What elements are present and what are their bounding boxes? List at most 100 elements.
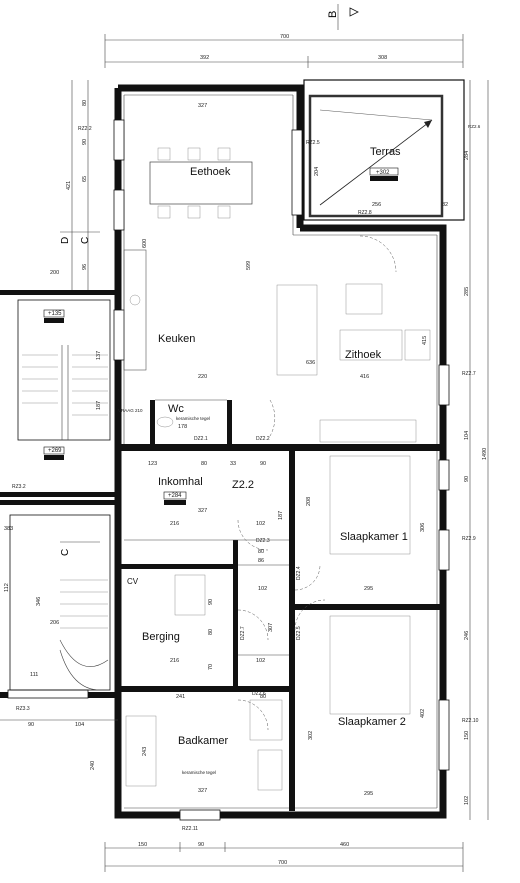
- tag-rz227: RZ2.7: [462, 371, 476, 377]
- dim-right-1490: 1490: [482, 448, 488, 460]
- section-b-label: B: [327, 11, 339, 18]
- right-dimensions: 284 285 104 90 246 150 102 1490: [464, 80, 489, 820]
- level-terras: +302: [376, 170, 390, 176]
- room-eethoek: Eethoek: [190, 166, 231, 178]
- dim-inkom-102: 102: [256, 521, 265, 527]
- dim-keuken-depth: 599: [246, 261, 252, 270]
- dim-stair-111: 111: [30, 672, 38, 678]
- outer-walls: [114, 79, 465, 819]
- room-z22: Z2.2: [232, 479, 254, 491]
- room-keuken: Keuken: [158, 333, 195, 345]
- dim-berging-102: 102: [256, 658, 265, 664]
- dim-right-104: 104: [464, 431, 470, 440]
- dim-bottom-700: 700: [278, 860, 287, 866]
- dim-inkom-80b: 80: [258, 549, 264, 555]
- dim-inkom-216: 216: [170, 521, 179, 527]
- dim-right-90: 90: [464, 476, 470, 482]
- dim-left-421: 421: [66, 181, 72, 190]
- tag-dz21: DZ2.1: [194, 436, 208, 442]
- tag-rz2210: RZ2.10: [462, 718, 479, 724]
- room-labels: Eethoek Terras Keuken Zithoek Wc Inkomha…: [127, 146, 408, 747]
- dim-right-285: 285: [464, 287, 470, 296]
- section-marks-left: D C C: [60, 231, 100, 556]
- tag-dz25: DZ2.5: [296, 626, 302, 640]
- dim-bottom-left-104: 104: [75, 722, 84, 728]
- dim-left-96: 96: [82, 264, 88, 270]
- dim-stair-112: 112: [4, 583, 10, 592]
- tag-dz26: DZ2.6: [252, 691, 266, 697]
- dim-bad-241: 241: [176, 694, 185, 700]
- dim-left-65: 65: [82, 176, 88, 182]
- tag-rz33: RZ3.3: [16, 706, 30, 712]
- dim-inkom-187: 187: [278, 511, 284, 520]
- badkamer-tegel: keramische tegel: [182, 770, 216, 775]
- dim-left-240: 240: [90, 761, 96, 770]
- dim-top-left: 392: [200, 55, 209, 61]
- dim-inkom-33: 33: [230, 461, 236, 467]
- dim-terras-height: 204: [314, 167, 320, 176]
- dim-berging-216: 216: [170, 658, 179, 664]
- dim-right-284: 284: [464, 151, 470, 160]
- dim-top-total: 700: [280, 34, 289, 40]
- dim-slk2-302: 302: [308, 731, 314, 740]
- dim-left-90: 90: [82, 139, 88, 145]
- tag-rz32: RZ3.2: [12, 484, 26, 490]
- stair-lower: [9, 514, 111, 691]
- dim-stair-200: 200: [50, 270, 59, 276]
- dim-right-416: 416: [360, 374, 369, 380]
- dim-stair-206: 206: [50, 620, 59, 626]
- section-mark-b: B: [327, 4, 359, 30]
- room-slaapkamer2: Slaapkamer 2: [338, 716, 406, 728]
- dim-zithoek-depth: 415: [422, 336, 428, 345]
- tag-dz22: DZ2.2: [256, 436, 270, 442]
- tag-dz24: DZ2.4: [296, 566, 302, 580]
- room-zithoek: Zithoek: [345, 349, 382, 361]
- dim-bad-243: 243: [142, 747, 148, 756]
- level-stair-top: +135: [48, 311, 62, 317]
- dim-inkom-80: 80: [201, 461, 207, 467]
- left-dimensions: 80 90 65 421 96: [66, 80, 89, 290]
- dim-bottom-460: 460: [340, 842, 349, 848]
- annotations: +302 +135 +269 +284 keramische tegel ker…: [12, 124, 481, 832]
- room-inkomhal: Inkomhal: [158, 476, 203, 488]
- dim-inkom-123: 123: [148, 461, 157, 467]
- dim-bottom-150: 150: [138, 842, 147, 848]
- dim-bottom-90: 90: [198, 842, 204, 848]
- dim-eethoek-depth: 600: [142, 239, 148, 248]
- dim-berging-70: 70: [208, 664, 214, 670]
- dim-bad-80: 80: [260, 694, 266, 700]
- dim-stair-346: 346: [36, 597, 42, 606]
- dim-zithoek-width: 636: [306, 360, 315, 366]
- dim-inkom-90: 90: [260, 461, 266, 467]
- dim-slk1-width: 295: [364, 586, 373, 592]
- room-badkamer: Badkamer: [178, 735, 228, 747]
- dim-terras-side: 82: [442, 202, 448, 208]
- dim-right-246: 246: [464, 631, 470, 640]
- dim-inkom-102b: 102: [258, 586, 267, 592]
- tag-rz226: RZ2.6: [468, 124, 481, 129]
- section-c-label-1: C: [80, 237, 91, 244]
- tag-dz23: DZ2.3: [256, 538, 270, 544]
- dim-berging-307: 307: [268, 623, 274, 632]
- tag-rz225: RZ2.5: [306, 140, 320, 146]
- level-stair-bottom: +269: [48, 448, 62, 454]
- windows: [7, 119, 450, 821]
- dim-wc-width: 178: [178, 424, 187, 430]
- dim-left-80: 80: [82, 100, 88, 106]
- door-swings: [237, 235, 397, 731]
- section-b-arrow: [349, 7, 359, 17]
- top-dimensions: 700 392 308: [104, 34, 464, 68]
- dim-bad-327: 327: [198, 788, 207, 794]
- dim-inkom-86: 86: [258, 558, 264, 564]
- dim-top-right: 308: [378, 55, 387, 61]
- tag-rz22: RZ2.2: [78, 126, 92, 132]
- dim-slk2-402: 402: [420, 709, 426, 718]
- dim-bottom-left-90: 90: [28, 722, 34, 728]
- dim-slk1-side: 208: [306, 497, 312, 506]
- section-d-label: D: [60, 237, 71, 244]
- dim-left-220: 220: [198, 374, 207, 380]
- room-berging: Berging: [142, 631, 180, 643]
- dim-eethoek-width: 327: [198, 103, 207, 109]
- dim-berging-80: 80: [208, 629, 214, 635]
